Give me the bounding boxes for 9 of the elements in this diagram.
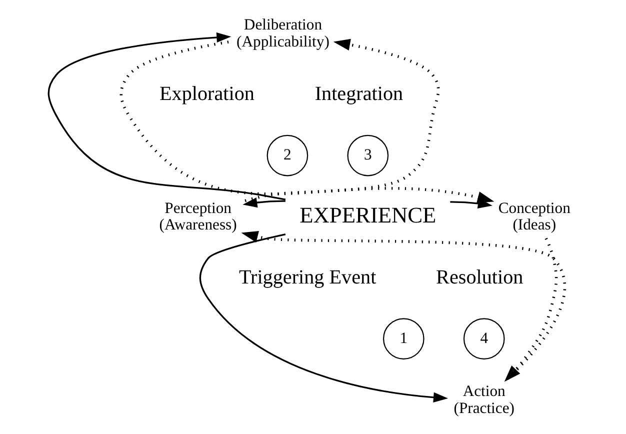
label: Resolution	[436, 266, 523, 288]
label: Exploration	[159, 83, 254, 106]
node-text: Perception (Awareness)	[158, 200, 236, 234]
label: Integration	[314, 83, 403, 106]
node-text: Conception (Ideas)	[498, 200, 570, 234]
label: Triggering Event	[238, 266, 376, 288]
node-text: Action (Practice)	[453, 383, 514, 417]
node-text: Deliberation (Applicability)	[236, 16, 329, 50]
node-text: EXPERIENCE	[299, 202, 436, 228]
